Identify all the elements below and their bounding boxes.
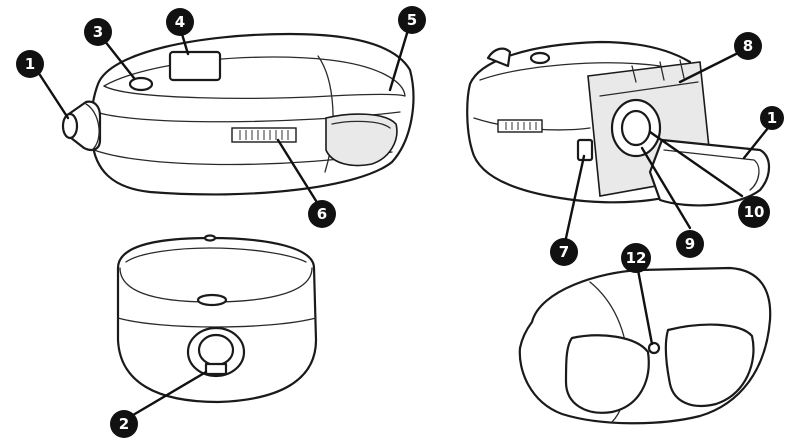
air-outlet — [64, 100, 102, 151]
device-view-front — [116, 234, 318, 404]
control-button — [128, 76, 154, 92]
power-socket — [576, 138, 594, 162]
callout-label: 1 — [25, 55, 35, 73]
callout-label: 7 — [559, 243, 569, 261]
device-view-back-open — [466, 40, 771, 207]
callout-label: 5 — [407, 11, 417, 29]
callout-4: 4 — [166, 8, 194, 36]
device-view-underside — [518, 266, 772, 425]
callout-label: 3 — [93, 23, 103, 41]
device-view-front-left — [61, 32, 415, 196]
callout-label: 10 — [744, 203, 765, 221]
callout-10: 10 — [738, 196, 770, 228]
callout-label: 8 — [743, 37, 753, 55]
callout-1-left: 1 — [16, 50, 44, 78]
side-vent — [231, 127, 297, 143]
callout-12: 12 — [621, 243, 651, 273]
callout-label: 4 — [175, 13, 185, 31]
callout-3: 3 — [84, 18, 112, 46]
callout-label: 12 — [626, 249, 647, 267]
callout-6: 6 — [308, 200, 336, 228]
callout-label: 2 — [119, 415, 129, 433]
callout-1-right: 1 — [760, 106, 784, 130]
callout-label: 6 — [317, 205, 327, 223]
callout-5: 5 — [398, 6, 426, 34]
callout-9: 9 — [676, 230, 704, 258]
callout-label: 1 — [767, 109, 777, 127]
callout-8: 8 — [734, 32, 762, 60]
callout-2: 2 — [110, 410, 138, 438]
display-screen — [168, 50, 222, 82]
callout-7: 7 — [550, 238, 578, 266]
drain-hole — [647, 341, 661, 355]
callout-label: 9 — [685, 235, 695, 253]
